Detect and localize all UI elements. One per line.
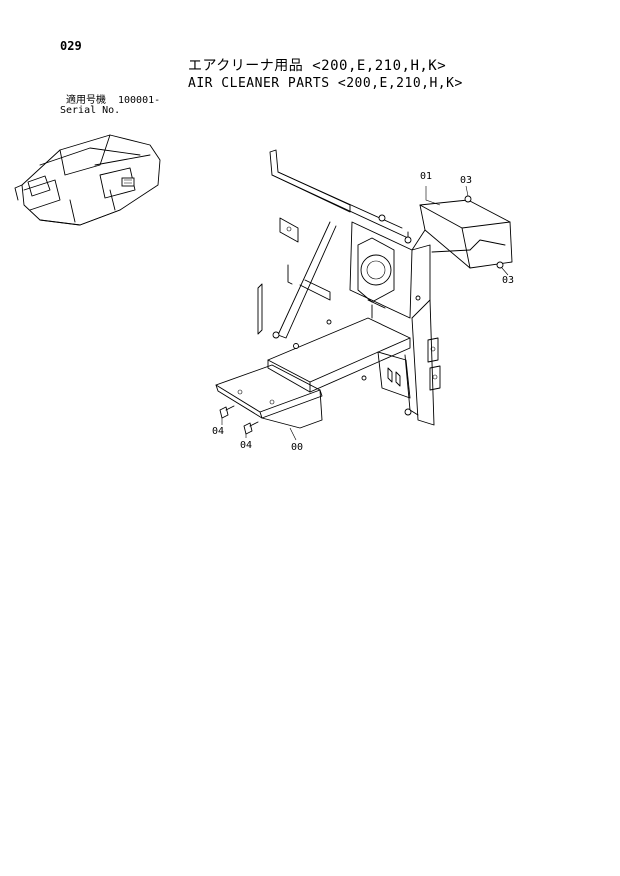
leader-lines: [221, 185, 509, 441]
callout-03-top: 03: [460, 175, 473, 186]
serial-number-range: 100001-: [118, 95, 161, 106]
page-title-english: AIR CLEANER PARTS <200,E,210,H,K>: [188, 76, 463, 91]
lower-plate: [215, 364, 323, 429]
machine-thumbnail: [14, 134, 161, 226]
serial-label-english: Serial No.: [60, 105, 121, 116]
serial-label-japanese: 適用号機: [66, 95, 106, 106]
callout-03-right: 03: [502, 275, 515, 286]
page-title-japanese: エアクリーナ用品 <200,E,210,H,K>: [188, 58, 447, 74]
air-cleaner-bracket: [411, 195, 513, 269]
callout-04-bottom: 04: [240, 440, 253, 451]
callout-00: 00: [291, 442, 304, 453]
callout-01: 01: [420, 171, 433, 182]
bolts-04: [219, 405, 259, 435]
page-number: 029: [60, 39, 82, 53]
frame-assembly: [257, 149, 441, 426]
callout-04-left: 04: [212, 426, 225, 437]
